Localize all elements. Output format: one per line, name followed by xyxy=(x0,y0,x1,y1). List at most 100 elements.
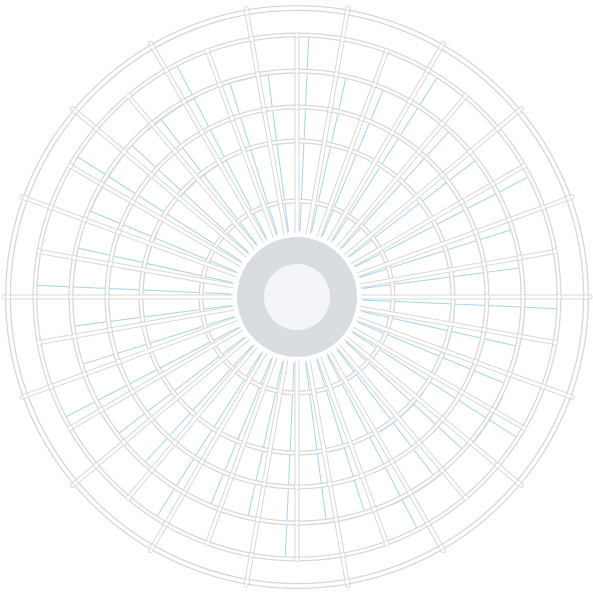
wire-joint xyxy=(472,229,479,236)
wire-joint xyxy=(180,98,187,105)
accent-line xyxy=(362,299,559,310)
wire-joint xyxy=(261,481,268,488)
radial-wire xyxy=(306,356,350,588)
wire-joint xyxy=(93,125,100,132)
accent-line xyxy=(349,159,477,258)
wire-joint xyxy=(68,293,75,300)
wire-joint xyxy=(540,204,547,211)
wire-joint xyxy=(293,556,300,563)
wire-joint xyxy=(438,544,445,551)
accent-line xyxy=(299,35,310,232)
accent-line xyxy=(345,341,464,451)
wire-joint xyxy=(71,333,78,340)
wire-joint xyxy=(104,293,111,300)
wire-joint xyxy=(98,180,105,187)
wire-joint xyxy=(565,195,572,202)
wire-joint xyxy=(472,358,479,365)
wire-joint xyxy=(22,195,29,202)
wire-joint xyxy=(520,162,527,169)
radial-wire xyxy=(342,335,523,487)
radial-wire xyxy=(353,316,574,399)
wire-joint xyxy=(333,516,340,523)
wire-joint xyxy=(120,148,127,155)
wire-joint xyxy=(35,339,42,346)
radial-wire xyxy=(353,195,574,278)
wire-joint xyxy=(483,293,490,300)
wire-joint xyxy=(458,388,465,395)
wire-joint xyxy=(358,472,365,479)
wire-joint xyxy=(439,120,446,127)
accent-line xyxy=(359,228,513,278)
wire-joint xyxy=(71,254,78,261)
wire-joint xyxy=(358,115,365,122)
wire-joint xyxy=(243,578,250,585)
radial-wire xyxy=(71,107,252,259)
wire-joint xyxy=(462,93,469,100)
accent-line xyxy=(341,130,451,249)
wire-joint xyxy=(388,129,395,136)
accent-line xyxy=(357,321,506,385)
wire-joint xyxy=(489,180,496,187)
radial-wires xyxy=(1,5,593,589)
wire-joint xyxy=(293,104,300,111)
wire-joint xyxy=(149,43,156,50)
wire-joint xyxy=(293,520,300,527)
wire-joint xyxy=(424,520,431,527)
accent-line xyxy=(316,359,366,513)
accent-line xyxy=(117,336,245,435)
radial-wire xyxy=(149,41,268,245)
radial-wire xyxy=(326,41,445,245)
accent-line xyxy=(155,352,262,519)
wire-joint xyxy=(383,47,390,54)
wire-joint xyxy=(261,106,268,113)
radial-wire xyxy=(71,335,252,487)
radial-wire xyxy=(326,349,445,553)
wire-joint xyxy=(406,489,413,496)
wire-joint xyxy=(515,108,522,115)
wire-joint xyxy=(439,467,446,474)
wire-joint xyxy=(293,483,300,490)
radial-wire xyxy=(20,316,241,399)
wire-joint xyxy=(458,198,465,205)
accent-line xyxy=(88,209,237,273)
wire-joint xyxy=(248,35,255,42)
wire-joint xyxy=(162,67,169,74)
wire-joint xyxy=(47,383,54,390)
wire-joint xyxy=(148,467,155,474)
wire-joint xyxy=(67,424,74,431)
accent-line xyxy=(159,117,258,245)
accent-line xyxy=(76,247,233,284)
wire-joint xyxy=(243,9,250,16)
accent-line xyxy=(332,75,439,242)
wire-joint xyxy=(481,326,488,333)
wire-joint xyxy=(171,148,178,155)
accent-line xyxy=(143,345,253,464)
wire-joint xyxy=(339,35,346,42)
wire-joint xyxy=(371,81,378,88)
wire-joint xyxy=(248,552,255,559)
wire-joint xyxy=(216,506,223,513)
wire-joint xyxy=(22,392,29,399)
wire-joint xyxy=(171,439,178,446)
wire-joint xyxy=(439,171,446,178)
wire-joint xyxy=(180,489,187,496)
wire-joint xyxy=(67,162,74,169)
wire-joint xyxy=(148,120,155,127)
wire-joint xyxy=(416,148,423,155)
wire-joint xyxy=(293,68,300,75)
wire-joint xyxy=(494,125,501,132)
wire-joint xyxy=(462,494,469,501)
accent-line xyxy=(247,361,284,518)
accent-line xyxy=(326,355,419,530)
radial-wire xyxy=(244,6,288,238)
wire-joint xyxy=(115,358,122,365)
wire-joint xyxy=(106,261,113,268)
accent-line xyxy=(284,362,295,559)
accent-line xyxy=(72,305,232,327)
wire-joint xyxy=(35,248,42,255)
wire-joint xyxy=(506,216,513,223)
wire-joint xyxy=(120,439,127,446)
wire-joint xyxy=(81,371,88,378)
radial-wire xyxy=(149,349,268,553)
